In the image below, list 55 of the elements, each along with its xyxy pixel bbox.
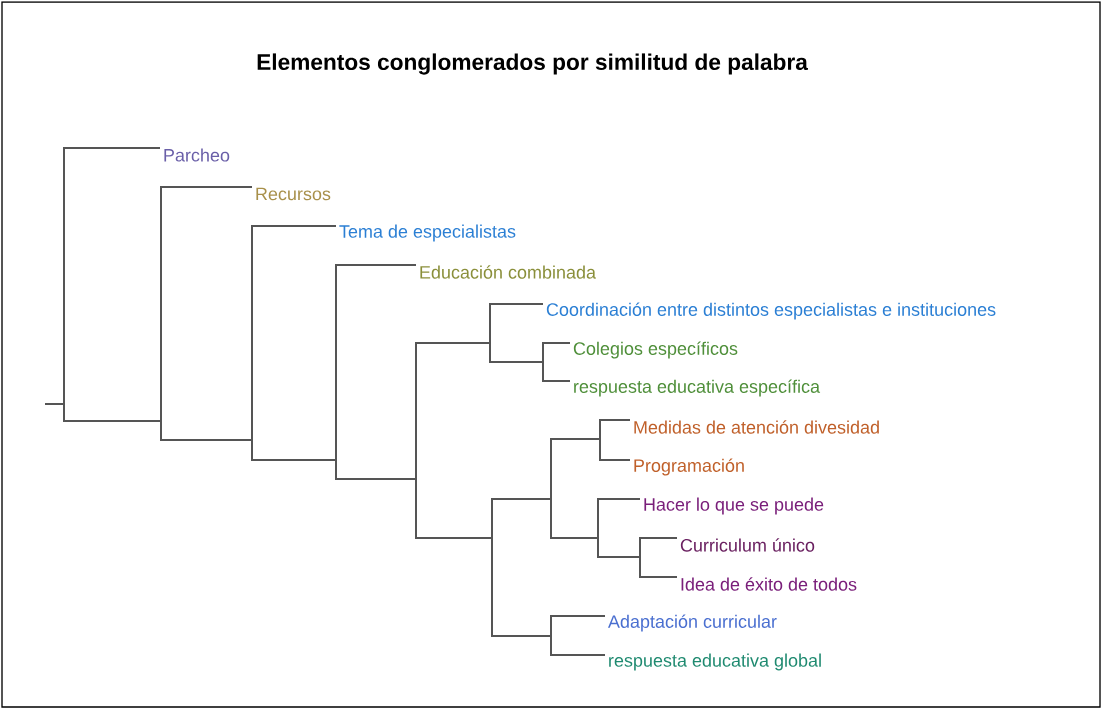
branch-line: [597, 556, 641, 558]
branch-line: [491, 498, 493, 637]
leaf-label: Educación combinada: [420, 265, 596, 279]
branch-line: [335, 264, 417, 266]
branch-line: [415, 342, 417, 539]
branch-line: [550, 537, 599, 539]
branch-line: [251, 225, 337, 227]
branch-line: [489, 303, 544, 305]
branch-line: [415, 342, 491, 344]
branch-line: [550, 438, 601, 440]
branch-line: [639, 537, 641, 578]
branch-line: [251, 459, 337, 461]
leaf-label: Recursos: [256, 187, 331, 201]
branch-line: [550, 654, 606, 656]
leaf-label: Colegios específicos: [573, 341, 738, 359]
branch-line: [639, 537, 678, 539]
chart-title: Elementos conglomerados por similitud de palabra: [257, 53, 808, 75]
leaf-label: Idea de éxito de todos: [681, 577, 857, 591]
branch-line: [599, 459, 631, 461]
branch-line: [489, 361, 544, 363]
leaf-label: respuesta educativa global: [609, 653, 821, 671]
branch-line: [550, 438, 552, 539]
branch-line: [160, 439, 253, 441]
branch-line: [335, 478, 417, 480]
branch-line: [63, 147, 161, 149]
branch-line: [542, 342, 544, 382]
branch-line: [251, 225, 253, 461]
leaf-label: Programación: [634, 458, 744, 476]
branch-line: [160, 186, 162, 441]
branch-line: [639, 576, 678, 578]
branch-line: [597, 498, 641, 500]
leaf-label: Parcheo: [164, 148, 230, 162]
leaf-label: Coordinación entre distintos especialistas e instituciones: [546, 302, 996, 320]
leaf-label: Hacer lo que se puede: [644, 497, 824, 515]
leaf-label: Adaptación curricular: [608, 614, 777, 632]
branch-line: [491, 635, 552, 637]
branch-line: [44, 403, 65, 405]
branch-line: [63, 420, 162, 422]
leaf-label: Tema de especialistas: [339, 224, 516, 242]
branch-line: [491, 498, 552, 500]
branch-line: [599, 419, 631, 421]
branch-line: [542, 342, 571, 344]
branch-line: [550, 615, 606, 617]
branch-line: [160, 186, 253, 188]
branch-line: [542, 380, 571, 382]
branch-line: [335, 264, 337, 480]
branch-line: [63, 147, 65, 422]
branch-line: [489, 303, 491, 363]
leaf-label: Curriculum único: [680, 538, 815, 552]
leaf-label: Medidas de atención divesidad: [634, 420, 879, 434]
branch-line: [550, 615, 552, 656]
branch-line: [415, 537, 493, 539]
branch-line: [597, 498, 599, 558]
leaf-label: respuesta educativa específica: [574, 379, 821, 397]
branch-line: [599, 419, 601, 461]
